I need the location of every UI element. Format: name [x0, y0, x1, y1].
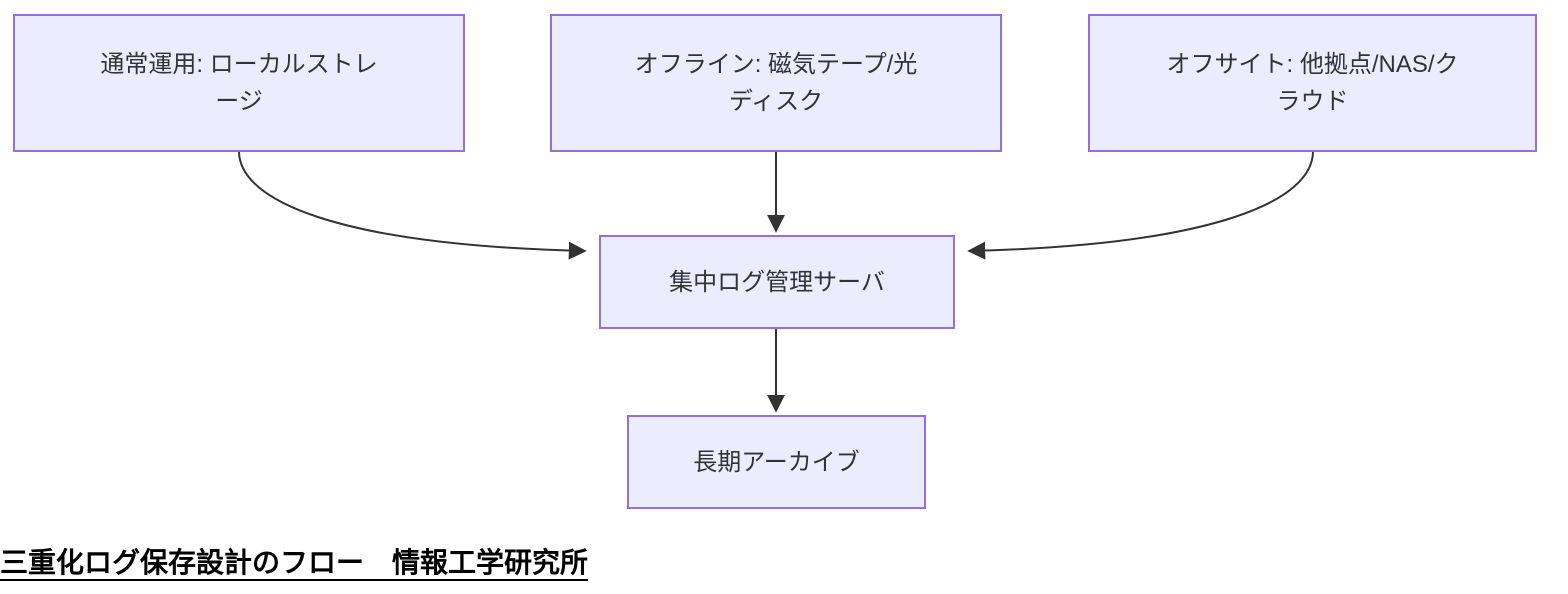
edge-offsite-to-server — [967, 151, 1314, 260]
node-long-term-archive: 長期アーカイブ — [627, 415, 926, 509]
node-offline-media-label-line2: ディスク — [728, 88, 824, 115]
node-offline-media: オフライン: 磁気テープ/光 ディスク — [550, 14, 1002, 152]
node-central-log-server: 集中ログ管理サーバ — [599, 235, 955, 329]
node-normal-operation-label-line2: ージ — [215, 88, 263, 115]
node-offsite-storage-label-line2: ラウド — [1276, 88, 1349, 115]
diagram-caption: 三重化ログ保存設計のフロー 情報工学研究所 — [0, 547, 589, 578]
node-offsite-storage: オフサイト: 他拠点/NAS/ク ラウド — [1088, 14, 1537, 152]
node-offline-media-label-line1: オフライン: 磁気テープ/光 — [634, 51, 918, 78]
node-central-log-server-label: 集中ログ管理サーバ — [669, 268, 885, 296]
edge-normal-to-server — [238, 151, 587, 260]
node-long-term-archive-label: 長期アーカイブ — [693, 448, 860, 476]
node-normal-operation-label-line1: 通常運用: ローカルストレ — [100, 51, 378, 78]
node-normal-operation: 通常運用: ローカルストレ ージ — [13, 14, 465, 152]
node-offsite-storage-label-line1: オフサイト: 他拠点/NAS/ク — [1166, 51, 1459, 78]
